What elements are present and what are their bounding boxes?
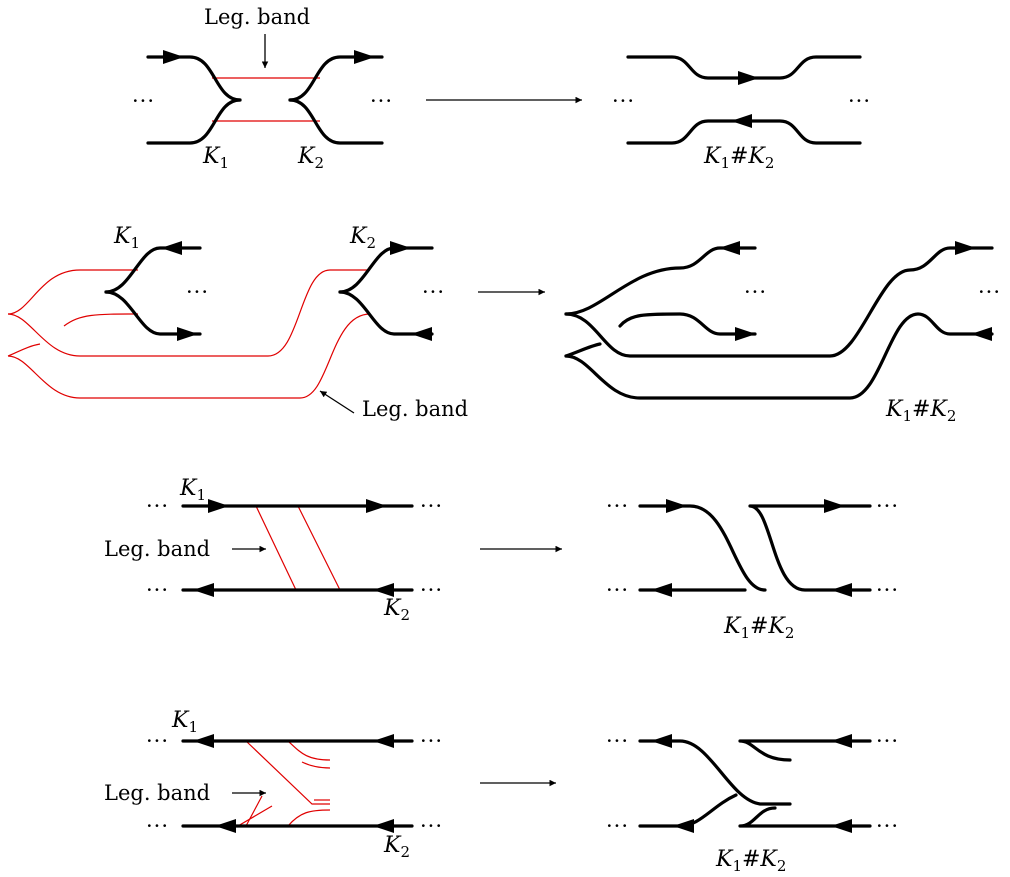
ellipsis: ··· bbox=[876, 578, 899, 602]
orientation-arrow bbox=[824, 499, 845, 513]
sum-strand bbox=[564, 246, 757, 316]
ellipsis: ··· bbox=[186, 280, 209, 304]
row-1-before: Leg. band ··· ··· K1 K2 bbox=[132, 5, 393, 172]
sum-strand bbox=[738, 739, 872, 762]
ellipsis: ··· bbox=[978, 280, 1001, 304]
band-4 bbox=[237, 740, 331, 827]
band-2 bbox=[7, 269, 371, 399]
ellipsis: ··· bbox=[420, 814, 443, 838]
orientation-arrow bbox=[208, 499, 229, 513]
orientation-arrow bbox=[666, 499, 687, 513]
ellipsis: ··· bbox=[744, 280, 767, 304]
leg-band-label-3: Leg. band bbox=[104, 537, 210, 561]
ellipsis-left: ··· bbox=[132, 89, 155, 113]
sum-strand bbox=[564, 342, 602, 358]
connected-sum-label-4: K1#K2 bbox=[715, 847, 786, 875]
ellipsis: ··· bbox=[606, 578, 629, 602]
ellipsis-right: ··· bbox=[370, 89, 393, 113]
knot-k2-label: K2 bbox=[383, 833, 410, 861]
knot-k1-label: K1 bbox=[171, 708, 198, 736]
band-3 bbox=[255, 505, 341, 591]
ellipsis: ··· bbox=[146, 814, 169, 838]
orientation-arrow bbox=[177, 327, 198, 341]
ellipsis: ··· bbox=[146, 578, 169, 602]
sum-strand bbox=[738, 806, 872, 828]
ellipsis: ··· bbox=[876, 814, 899, 838]
orientation-arrow bbox=[373, 734, 394, 748]
connected-sum-label-3: K1#K2 bbox=[723, 614, 794, 642]
knot-k2-strands bbox=[288, 55, 384, 145]
orientation-arrow bbox=[411, 327, 432, 341]
sum-strand bbox=[618, 312, 757, 336]
sum-strand bbox=[564, 312, 994, 400]
orientation-arrow bbox=[161, 241, 182, 255]
ellipsis: ··· bbox=[422, 280, 445, 304]
ellipsis: ··· bbox=[606, 729, 629, 753]
ellipsis: ··· bbox=[146, 729, 169, 753]
connected-sum-label-1: K1#K2 bbox=[703, 144, 774, 172]
knot-k1-label: K1 bbox=[113, 224, 140, 252]
knot-k2-label: K2 bbox=[297, 144, 324, 172]
orientation-arrow bbox=[831, 583, 852, 597]
ellipsis: ··· bbox=[146, 494, 169, 518]
orientation-arrow bbox=[193, 734, 214, 748]
orientation-arrow bbox=[354, 50, 375, 64]
row-4-before: ··· ··· ··· ··· K1 K2 Leg. band bbox=[104, 708, 443, 861]
orientation-arrow bbox=[215, 819, 236, 833]
row-1-after: ··· ··· K1#K2 bbox=[612, 55, 871, 172]
orientation-arrow bbox=[735, 327, 756, 341]
orientation-arrow bbox=[971, 327, 992, 341]
ellipsis-left: ··· bbox=[612, 89, 635, 113]
knot-k1-strands bbox=[104, 246, 202, 336]
ellipsis: ··· bbox=[876, 494, 899, 518]
orientation-arrow bbox=[731, 114, 752, 128]
orientation-arrow bbox=[651, 583, 672, 597]
sum-strand bbox=[564, 246, 994, 358]
row-2-before: ··· ··· K1 K2 Leg. band bbox=[7, 224, 468, 421]
orientation-arrow bbox=[955, 241, 976, 255]
leg-band-label-2: Leg. band bbox=[362, 397, 468, 421]
orientation-arrow bbox=[831, 819, 852, 833]
ellipsis: ··· bbox=[876, 729, 899, 753]
ellipsis: ··· bbox=[420, 729, 443, 753]
orientation-arrow bbox=[719, 241, 740, 255]
orientation-arrow bbox=[366, 499, 387, 513]
orientation-arrow bbox=[373, 583, 394, 597]
knot-k1-strands bbox=[146, 55, 242, 145]
leg-band-label-1: Leg. band bbox=[204, 5, 310, 29]
orientation-arrow bbox=[373, 819, 394, 833]
ellipsis: ··· bbox=[606, 494, 629, 518]
row-3-before: ··· ··· ··· ··· K1 K2 Leg. band bbox=[104, 476, 443, 624]
leg-band-pointer-2 bbox=[319, 390, 355, 414]
connected-sum-label-2: K1#K2 bbox=[885, 397, 956, 425]
sum-strand bbox=[748, 504, 872, 592]
knot-k1-label: K1 bbox=[179, 476, 206, 504]
row-4-after: ··· ··· ··· ··· K1#K2 bbox=[606, 729, 899, 875]
orientation-arrow bbox=[390, 241, 411, 255]
sum-strand bbox=[638, 504, 767, 592]
knot-k2-strands bbox=[338, 246, 434, 336]
row-2-after: ··· ··· K1#K2 bbox=[564, 241, 1001, 425]
orientation-arrow bbox=[651, 734, 672, 748]
leg-band-label-4: Leg. band bbox=[104, 781, 210, 805]
orientation-arrow bbox=[831, 734, 852, 748]
knot-k1-label: K1 bbox=[202, 144, 229, 172]
orientation-arrow bbox=[738, 71, 759, 85]
knot-k2-label: K2 bbox=[349, 224, 376, 252]
row-3-after: ··· ··· ··· ··· K1#K2 bbox=[606, 494, 899, 642]
band-1 bbox=[212, 77, 320, 122]
sum-strand bbox=[638, 739, 792, 806]
ellipsis: ··· bbox=[606, 814, 629, 838]
orientation-arrow bbox=[163, 50, 184, 64]
orientation-arrow bbox=[193, 583, 214, 597]
ellipsis: ··· bbox=[420, 578, 443, 602]
orientation-arrow bbox=[673, 819, 694, 833]
ellipsis-right: ··· bbox=[848, 89, 871, 113]
ellipsis: ··· bbox=[420, 494, 443, 518]
knot-k2-label: K2 bbox=[383, 596, 410, 624]
